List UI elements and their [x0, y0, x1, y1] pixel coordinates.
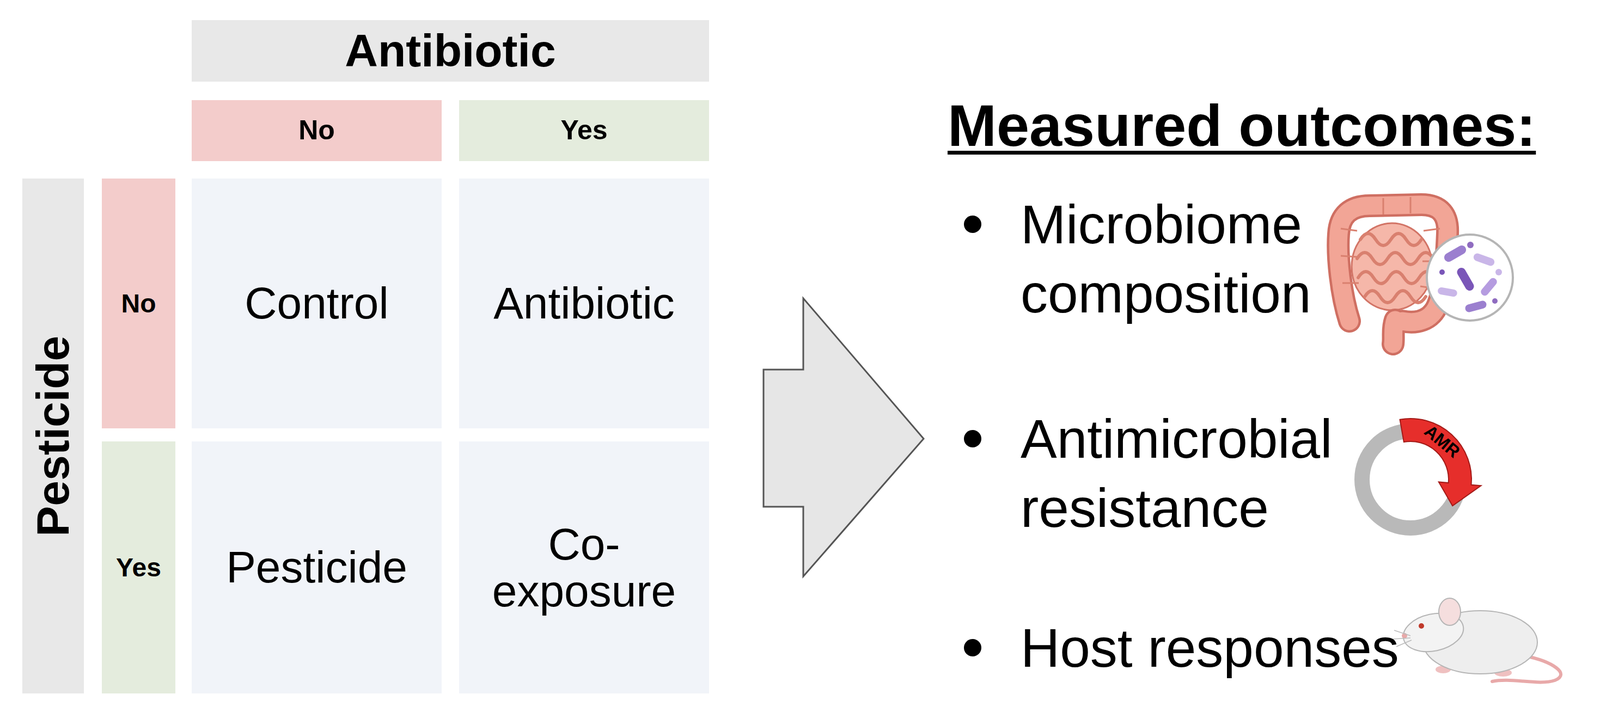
cell-text: Antibiotic [493, 277, 675, 329]
bacterium [1437, 286, 1458, 298]
level-text: Yes [115, 552, 162, 583]
arrow-shape [1394, 411, 1490, 512]
intestine-coil [1358, 271, 1435, 284]
magnifier-circle [1426, 234, 1513, 321]
outcome-text: Antimicrobial resistance [1020, 404, 1348, 543]
bacterium [1479, 276, 1499, 298]
bacterium [1472, 252, 1496, 268]
level-text: No [298, 114, 335, 147]
bacterium [1455, 266, 1476, 293]
block-arrow [763, 298, 924, 577]
arrow-band [1400, 418, 1482, 506]
bacterium [1442, 243, 1468, 264]
outcome-text: Microbiome composition [1020, 190, 1348, 329]
coccus [1492, 298, 1498, 304]
header-band: Pesticide [22, 178, 84, 694]
mouse-icon [1393, 598, 1561, 683]
cell-text: Pesticide [226, 541, 408, 594]
small-intestine [1351, 223, 1433, 311]
condition-cell: Control [191, 178, 442, 429]
coccus [1439, 269, 1445, 276]
outcome-text: Host responses [1020, 613, 1457, 683]
mouse-ear [1438, 598, 1461, 626]
intestine-coil [1360, 233, 1422, 246]
coccus [1495, 269, 1502, 276]
level-box: Yes [101, 441, 176, 694]
coccus [1467, 241, 1474, 249]
bullet-dot [963, 430, 982, 448]
cell-text: Control [244, 277, 389, 329]
level-box: Yes [459, 100, 710, 162]
condition-cell: Antibiotic [459, 178, 710, 429]
resistance-arrow: AMR [1394, 411, 1490, 512]
intestine-coil [1364, 290, 1426, 303]
bacteria-icon [1426, 234, 1513, 321]
mouse-eye [1418, 623, 1425, 629]
axis-title: Pesticide [26, 336, 80, 537]
bullet-dot [963, 215, 982, 234]
level-box: No [101, 178, 176, 429]
level-box: No [191, 100, 442, 162]
condition-cell: Pesticide [191, 441, 442, 694]
header-band: Antibiotic [191, 20, 710, 82]
bullet-dot [963, 639, 982, 657]
level-text: Yes [560, 114, 608, 147]
section-heading: Measured outcomes: [947, 92, 1591, 160]
condition-cell: Co- exposure [459, 441, 710, 694]
cell-text: Co- exposure [480, 521, 688, 615]
bacterium [1464, 300, 1488, 314]
axis-title: Antibiotic [344, 24, 556, 78]
colon-segment [1340, 197, 1440, 289]
level-text: No [121, 288, 157, 319]
intestine-coil [1357, 252, 1434, 265]
